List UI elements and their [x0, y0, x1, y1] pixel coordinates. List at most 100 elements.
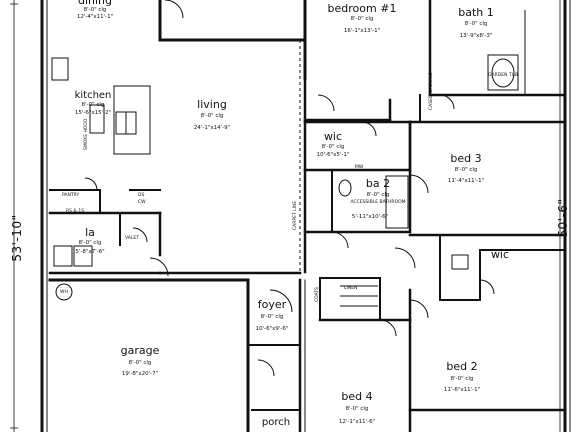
svg-text:11'-4"x11'-1": 11'-4"x11'-1": [448, 178, 484, 184]
svg-text:RS & 1S: RS & 1S: [66, 208, 84, 214]
room-porch: porch: [262, 417, 290, 428]
room-dining: dining 8'-0" clg 12'-4"x11'-1": [77, 0, 113, 20]
door-bedroom1: [317, 94, 335, 112]
refrigerator: [51, 57, 69, 81]
water-heater: [55, 283, 73, 301]
dimension-right: 50'-6": [556, 198, 570, 237]
svg-text:5'-8"x7'-6": 5'-8"x7'-6": [75, 249, 104, 255]
dryer: [73, 245, 93, 267]
svg-text:5'-11"x10'-6": 5'-11"x10'-6": [352, 214, 388, 220]
svg-text:dining: dining: [78, 0, 112, 7]
garden-tub: [487, 54, 519, 91]
svg-text:ba 2: ba 2: [366, 177, 390, 190]
svg-text:10'-6"x5'-1": 10'-6"x5'-1": [317, 152, 350, 158]
svg-text:living: living: [197, 98, 227, 111]
room-kitchen: kitchen 8'-0" clg 15'-6"x15'-2": [75, 90, 112, 116]
svg-text:8'-0" clg: 8'-0" clg: [367, 192, 390, 198]
svg-text:kitchen: kitchen: [75, 90, 112, 101]
room-bedroom1: bedroom #1 8'-0" clg 16'-1"x13'-1": [328, 2, 397, 34]
wic2-fixture: [451, 254, 469, 270]
room-living: living 8'-0" clg 24'-1"x14'-9": [194, 98, 230, 131]
toilet: [338, 179, 352, 197]
fixtures: [51, 10, 526, 307]
svg-text:foyer: foyer: [258, 298, 287, 311]
svg-text:8'-0" clg: 8'-0" clg: [82, 102, 105, 108]
door-la: [132, 227, 148, 243]
svg-text:PANTRY: PANTRY: [62, 192, 79, 198]
door-wic2: [479, 279, 495, 295]
tub-basin: [491, 58, 515, 88]
svg-text:la: la: [85, 226, 95, 239]
room-la: la 8'-0" clg 5'-8"x7'-6": [75, 226, 104, 255]
svg-text:LINEN: LINEN: [344, 285, 357, 291]
door-wic1: [361, 121, 377, 137]
svg-text:10'-6"x9'-6": 10'-6"x9'-6": [256, 326, 289, 332]
svg-text:19'-8"x20'-7": 19'-8"x20'-7": [122, 371, 158, 377]
svg-text:wic: wic: [491, 248, 509, 261]
svg-text:bedroom #1: bedroom #1: [328, 2, 397, 15]
room-wic2: wic: [491, 248, 509, 261]
annotations: PANTRY VALET GARDEN TUB LINEN COATS WH C…: [60, 72, 518, 302]
svg-text:VALET: VALET: [125, 235, 139, 241]
svg-text:11'-6"x11'-1": 11'-6"x11'-1": [444, 387, 480, 393]
svg-text:12'-4"x11'-1": 12'-4"x11'-1": [77, 14, 113, 20]
door-pantry: [84, 177, 98, 191]
washer: [53, 245, 73, 267]
door-bed3: [409, 174, 429, 194]
door-entry: [269, 289, 293, 313]
svg-text:DS: DS: [138, 192, 144, 198]
room-bed2: bed 2 8'-0" clg 11'-6"x11'-1": [444, 360, 480, 393]
svg-text:24'-1"x14'-9": 24'-1"x14'-9": [194, 125, 230, 131]
dimension-lines: [10, 0, 561, 432]
svg-text:16'-1"x13'-1": 16'-1"x13'-1": [344, 28, 380, 34]
kitchen-island: [113, 85, 151, 155]
dimension-left: 53'-10": [10, 214, 24, 261]
svg-text:bed 2: bed 2: [446, 360, 477, 373]
doors: [84, 0, 495, 377]
door-bed4: [379, 319, 397, 337]
door-hall: [394, 247, 416, 269]
svg-text:8'-0" clg: 8'-0" clg: [129, 360, 152, 366]
svg-text:GARDEN TUB: GARDEN TUB: [488, 72, 518, 78]
svg-text:bed 3: bed 3: [450, 152, 481, 165]
svg-text:8'-0" clg: 8'-0" clg: [346, 406, 369, 412]
door-ba2: [331, 231, 349, 249]
svg-text:CW: CW: [138, 199, 146, 205]
svg-text:15'-6"x15'-2": 15'-6"x15'-2": [75, 110, 111, 116]
svg-text:garage: garage: [121, 344, 160, 357]
svg-text:12'-1"x11'-6": 12'-1"x11'-6": [339, 419, 375, 425]
room-ba2: ba 2 8'-0" clg ACCESSIBLE BATHROOM 5'-11…: [350, 177, 405, 220]
door-bed2: [409, 299, 429, 319]
room-bed4: bed 4 8'-0" clg 12'-1"x11'-6": [339, 390, 375, 425]
svg-text:13'-9"x8'-3": 13'-9"x8'-3": [460, 33, 493, 39]
svg-text:8'-0" clg: 8'-0" clg: [261, 314, 284, 320]
room-bed3: bed 3 8'-0" clg 11'-4"x11'-1": [448, 152, 484, 184]
room-bath1: bath 1 8'-0" clg 13'-9"x8'-3": [458, 6, 494, 39]
svg-text:8'-0" clg: 8'-0" clg: [451, 376, 474, 382]
door-dining: [164, 0, 184, 19]
range: [89, 104, 105, 134]
svg-text:8'-0" clg: 8'-0" clg: [465, 21, 488, 27]
svg-text:CARPET LINE: CARPET LINE: [292, 201, 298, 230]
svg-text:MW: MW: [355, 164, 364, 170]
svg-text:8'-0" clg: 8'-0" clg: [84, 7, 107, 13]
svg-text:8'-0" clg: 8'-0" clg: [322, 144, 345, 150]
svg-text:porch: porch: [262, 417, 290, 428]
room-foyer: foyer 8'-0" clg 10'-6"x9'-6": [256, 298, 289, 332]
svg-text:SMOKE HOOD: SMOKE HOOD: [83, 118, 89, 150]
svg-text:wic: wic: [324, 130, 342, 143]
door-garage: [149, 257, 169, 277]
room-wic1: wic 8'-0" clg 10'-6"x5'-1": [317, 130, 350, 158]
room-garage: garage 8'-0" clg 19'-8"x20'-7": [121, 344, 160, 377]
door-porch: [257, 359, 275, 377]
svg-text:ACCESSIBLE BATHROOM: ACCESSIBLE BATHROOM: [350, 199, 405, 205]
svg-text:bath 1: bath 1: [458, 6, 494, 19]
walls: [40, 0, 571, 432]
tub: [385, 175, 409, 229]
svg-text:8'-0" clg: 8'-0" clg: [201, 113, 224, 119]
svg-text:CASED OPENING: CASED OPENING: [428, 72, 434, 110]
svg-text:bed 4: bed 4: [341, 390, 372, 403]
svg-text:COATS: COATS: [314, 287, 320, 302]
svg-text:8'-0" clg: 8'-0" clg: [351, 16, 374, 22]
